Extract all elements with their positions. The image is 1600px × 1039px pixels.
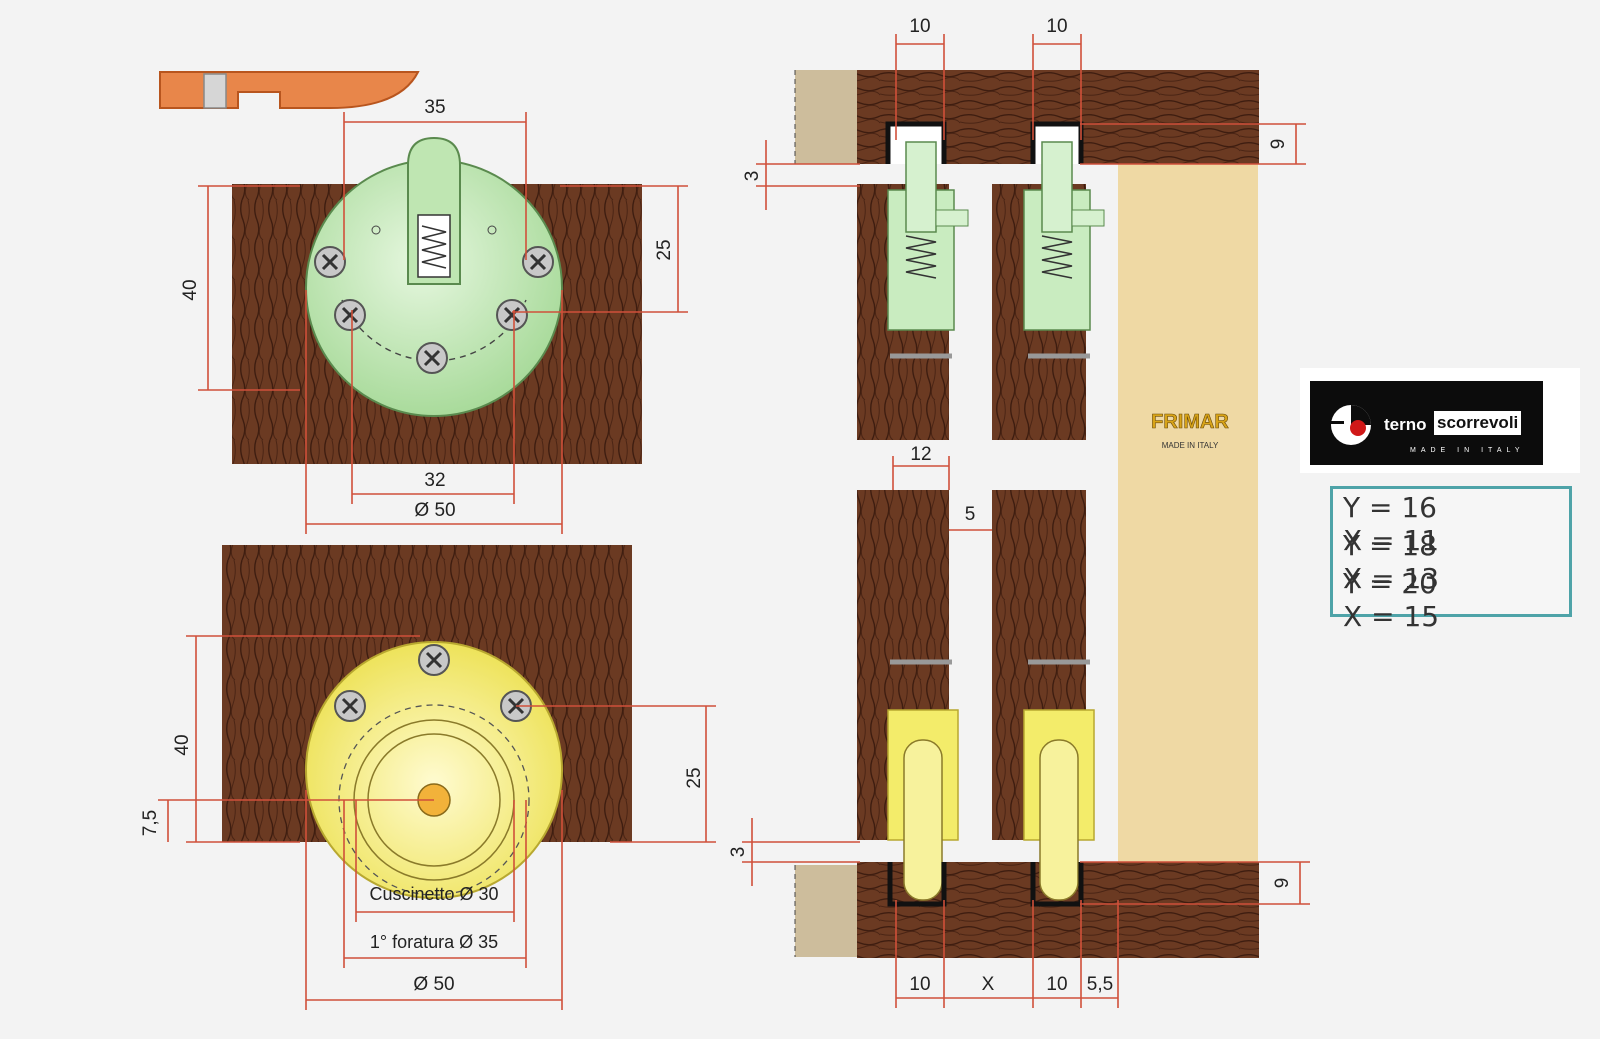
dim-25-bottom: 25 <box>684 767 705 788</box>
first-hole-label: 1° foratura Ø 35 <box>370 932 498 952</box>
dim-x: X <box>982 974 995 995</box>
svg-text:MADE IN ITALY: MADE IN ITALY <box>1162 441 1219 450</box>
dim-7-5: 7,5 <box>140 810 161 836</box>
terno-made-in-italy: MADE IN ITALY <box>1410 447 1525 454</box>
bottom-dimension-lines <box>158 635 716 1010</box>
wall-stub-bottom <box>794 865 857 957</box>
xy-formula-table: Y = 16X = 11 Y = 18X = 13 Y = 20X = 15 <box>1330 486 1572 633</box>
dim-10-top-b: 10 <box>1046 16 1067 37</box>
dim-3-top: 3 <box>742 171 763 182</box>
dim-40-bottom: 40 <box>172 734 193 755</box>
dim-d50-bottom: Ø 50 <box>413 974 454 995</box>
right-dimension-lines <box>742 34 1310 1008</box>
top-guide-1 <box>885 121 969 359</box>
dim-10-bottom-a: 10 <box>909 974 930 995</box>
formula-row: Y = 16X = 11 <box>1343 491 1440 557</box>
dim-9-top: 9 <box>1268 139 1289 150</box>
scorrevoli-wordmark: scorrevoli <box>1434 411 1522 435</box>
dim-10-bottom-b: 10 <box>1046 974 1067 995</box>
bearing-label: Cuscinetto Ø 30 <box>369 884 498 904</box>
dim-25-top: 25 <box>654 239 675 260</box>
dim-5-5: 5,5 <box>1087 974 1113 995</box>
formula-row: Y = 20X = 15 <box>1343 567 1440 633</box>
terno-logo: terno scorrevoli MADE IN ITALY <box>1310 381 1543 465</box>
top-dimension-lines <box>198 112 688 534</box>
formula-row: Y = 18X = 13 <box>1343 529 1440 595</box>
wall-stub-top <box>794 70 857 164</box>
dim-35: 35 <box>424 97 445 118</box>
bottom-wheel-2 <box>1023 659 1095 907</box>
terno-logo-panel: terno scorrevoli MADE IN ITALY <box>1300 368 1580 473</box>
dim-9-bottom: 9 <box>1272 878 1293 889</box>
bottom-wheel-1 <box>887 659 959 907</box>
door-panel <box>1118 164 1258 862</box>
profile-icon <box>159 71 420 109</box>
terno-mark-icon <box>1330 405 1371 445</box>
svg-text:FRIMAR: FRIMAR <box>1151 411 1229 433</box>
dim-12: 12 <box>910 444 931 465</box>
terno-wordmark: terno <box>1384 415 1427 434</box>
green-top-guide-plate <box>305 136 563 417</box>
top-guide-2 <box>1023 121 1105 359</box>
dim-3-bottom: 3 <box>728 847 749 858</box>
dim-10-top-a: 10 <box>909 16 930 37</box>
dim-d50-top: Ø 50 <box>414 500 455 521</box>
dim-40-top: 40 <box>180 279 201 300</box>
dim-32: 32 <box>424 470 445 491</box>
dim-5: 5 <box>965 504 976 525</box>
frimar-logo: FRIMAR MADE IN ITALY <box>1151 411 1230 450</box>
